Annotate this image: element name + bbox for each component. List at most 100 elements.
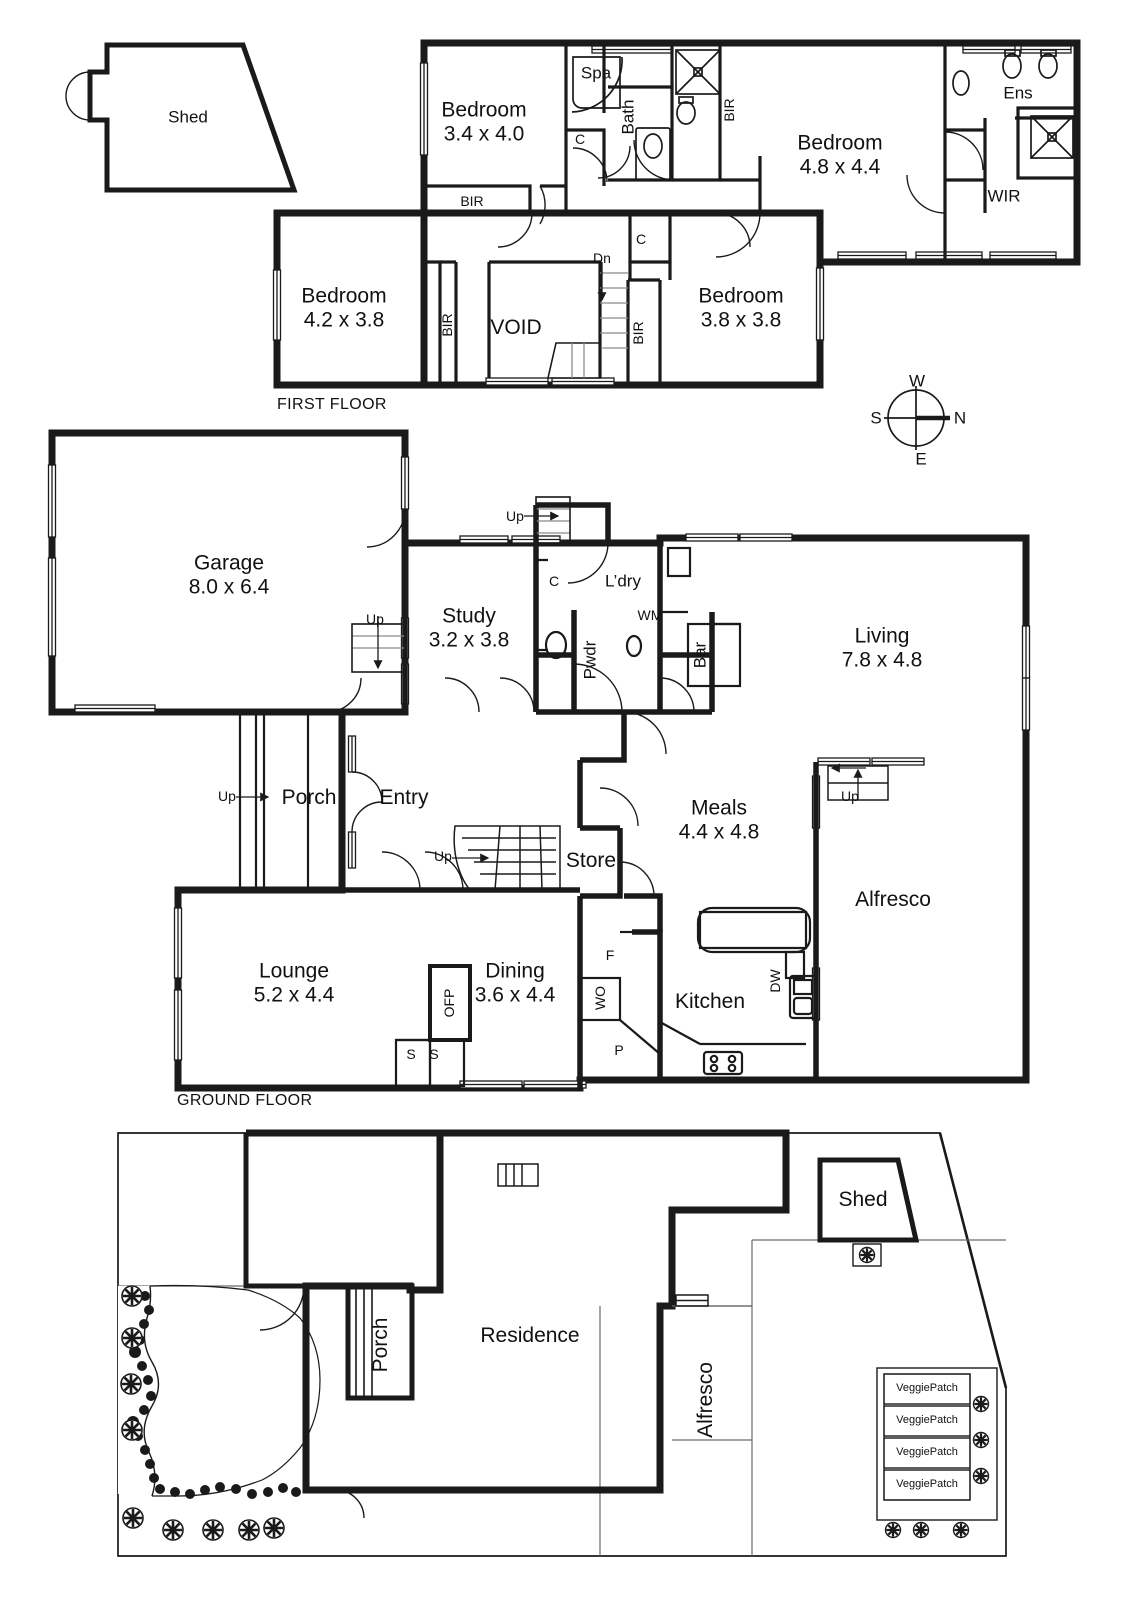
label-fridge: F [605, 947, 615, 964]
label-pantry: P [614, 1042, 624, 1059]
study-name: Study [442, 604, 496, 628]
bath-fixture [635, 127, 671, 181]
garage-windows [47, 456, 410, 713]
veggie-patch-4: VeggiePatch [896, 1478, 958, 1491]
stair-up-label-alfresco: Up [841, 788, 859, 805]
room-label-ldry: L’dry [605, 571, 641, 591]
site-label-alfresco: Alfresco [694, 1362, 718, 1438]
dining-name: Dining [485, 959, 545, 983]
stair-up-label-study: Up [506, 508, 524, 525]
garden-bed [118, 1284, 321, 1542]
meals-dims: 4.4 x 4.8 [678, 820, 760, 843]
site-porch [345, 1283, 415, 1401]
site-label-residence: Residence [480, 1324, 580, 1348]
room-label-shed-upper: Shed [168, 107, 208, 127]
label-bir-bed2: BIR [721, 98, 738, 122]
room-label-kitchen: Kitchen [674, 990, 746, 1014]
compass-label-s: S [870, 408, 882, 428]
first-floor-internal [424, 43, 1079, 385]
veggie-patch-4-line2: Patch [929, 1478, 958, 1491]
first-floor-stair [546, 272, 628, 379]
veggie-patch-3: VeggiePatch [896, 1446, 958, 1459]
bedroom-2-name: Bedroom [797, 131, 883, 155]
label-bir-bed3: BIR [439, 313, 456, 337]
garage-name: Garage [193, 551, 265, 575]
label-dishwasher: DW [767, 969, 784, 993]
dining-dims: 3.6 x 4.4 [474, 983, 556, 1006]
bedroom-2-dims: 4.8 x 4.4 [799, 155, 881, 178]
veggie-patch-2-line1: Veggie [896, 1414, 930, 1427]
first-floor-plan [65, 39, 1081, 389]
label-bir-bed4: BIR [630, 321, 647, 345]
room-label-entry: Entry [379, 786, 429, 810]
compass-label-e: E [915, 449, 927, 469]
veggie-patch-3-line1: Veggie [896, 1446, 930, 1459]
label-closet-study: C [548, 573, 560, 590]
compass-label-n: N [953, 408, 967, 428]
site-plan [117, 1129, 1008, 1557]
room-label-store: Store [565, 849, 617, 873]
veggie-patch-area [876, 1367, 998, 1539]
lounge-name: Lounge [258, 959, 330, 983]
veggie-patch-3-line2: Patch [929, 1446, 958, 1459]
living-name: Living [854, 624, 910, 648]
compass-label-w: W [908, 371, 926, 391]
shed-outline-upper [65, 42, 298, 193]
room-label-ens: Ens [1003, 83, 1033, 103]
site-label-shed: Shed [838, 1188, 888, 1212]
ensuite-fixtures [952, 49, 1074, 159]
bedroom-3-name: Bedroom [301, 284, 387, 308]
spa-fixture [571, 56, 623, 113]
bedroom-4-dims: 3.8 x 3.8 [700, 308, 782, 331]
room-label-alfresco-ground: Alfresco [855, 888, 931, 912]
toilet-fixture [676, 96, 696, 125]
bedroom-1-name: Bedroom [441, 98, 527, 122]
ground-floor-stair-arrows [236, 511, 866, 863]
label-bir-bed1: BIR [460, 193, 484, 210]
first-floor-caption: FIRST FLOOR [277, 396, 387, 413]
room-label-porch-ground: Porch [281, 786, 337, 810]
label-washing-machine: WM [637, 607, 663, 624]
veggie-patch-4-line1: Veggie [896, 1478, 930, 1491]
stair-up-label-main: Up [434, 848, 452, 865]
label-step-1: S [406, 1046, 416, 1063]
veggie-patch-1-line2: Patch [929, 1382, 958, 1395]
ground-floor-doors [326, 508, 695, 897]
stair-up-label-garage: Up [366, 611, 384, 628]
room-label-spa: Spa [580, 63, 612, 83]
stair-up-label-porch: Up [218, 788, 236, 805]
shower-fixture [675, 49, 721, 95]
veggie-patch-1: VeggiePatch [896, 1382, 958, 1395]
label-closet-bed4: C [635, 231, 647, 248]
ground-floor-plan [47, 429, 1031, 1092]
veggie-patch-2: VeggiePatch [896, 1414, 958, 1427]
bedroom-1-dims: 3.4 x 4.0 [443, 122, 525, 145]
first-floor-doors [497, 131, 984, 258]
room-label-bar: Bar [690, 641, 710, 669]
veggie-patch-1-line1: Veggie [896, 1382, 930, 1395]
meals-name: Meals [690, 796, 748, 820]
compass-rose [884, 386, 950, 450]
garage-dims: 8.0 x 6.4 [188, 575, 270, 598]
label-open-fireplace: OFP [441, 988, 458, 1018]
room-label-void: VOID [490, 316, 542, 340]
ground-floor-caption: GROUND FLOOR [177, 1092, 313, 1109]
label-wall-oven: WO [592, 985, 609, 1011]
label-step-2: S [429, 1046, 439, 1063]
stair-down-label: Dn [593, 250, 611, 267]
veggie-patch-2-line2: Patch [929, 1414, 958, 1427]
room-label-bath: Bath [618, 99, 638, 135]
ground-floor-stairs [351, 496, 889, 891]
study-dims: 3.2 x 3.8 [428, 628, 510, 651]
